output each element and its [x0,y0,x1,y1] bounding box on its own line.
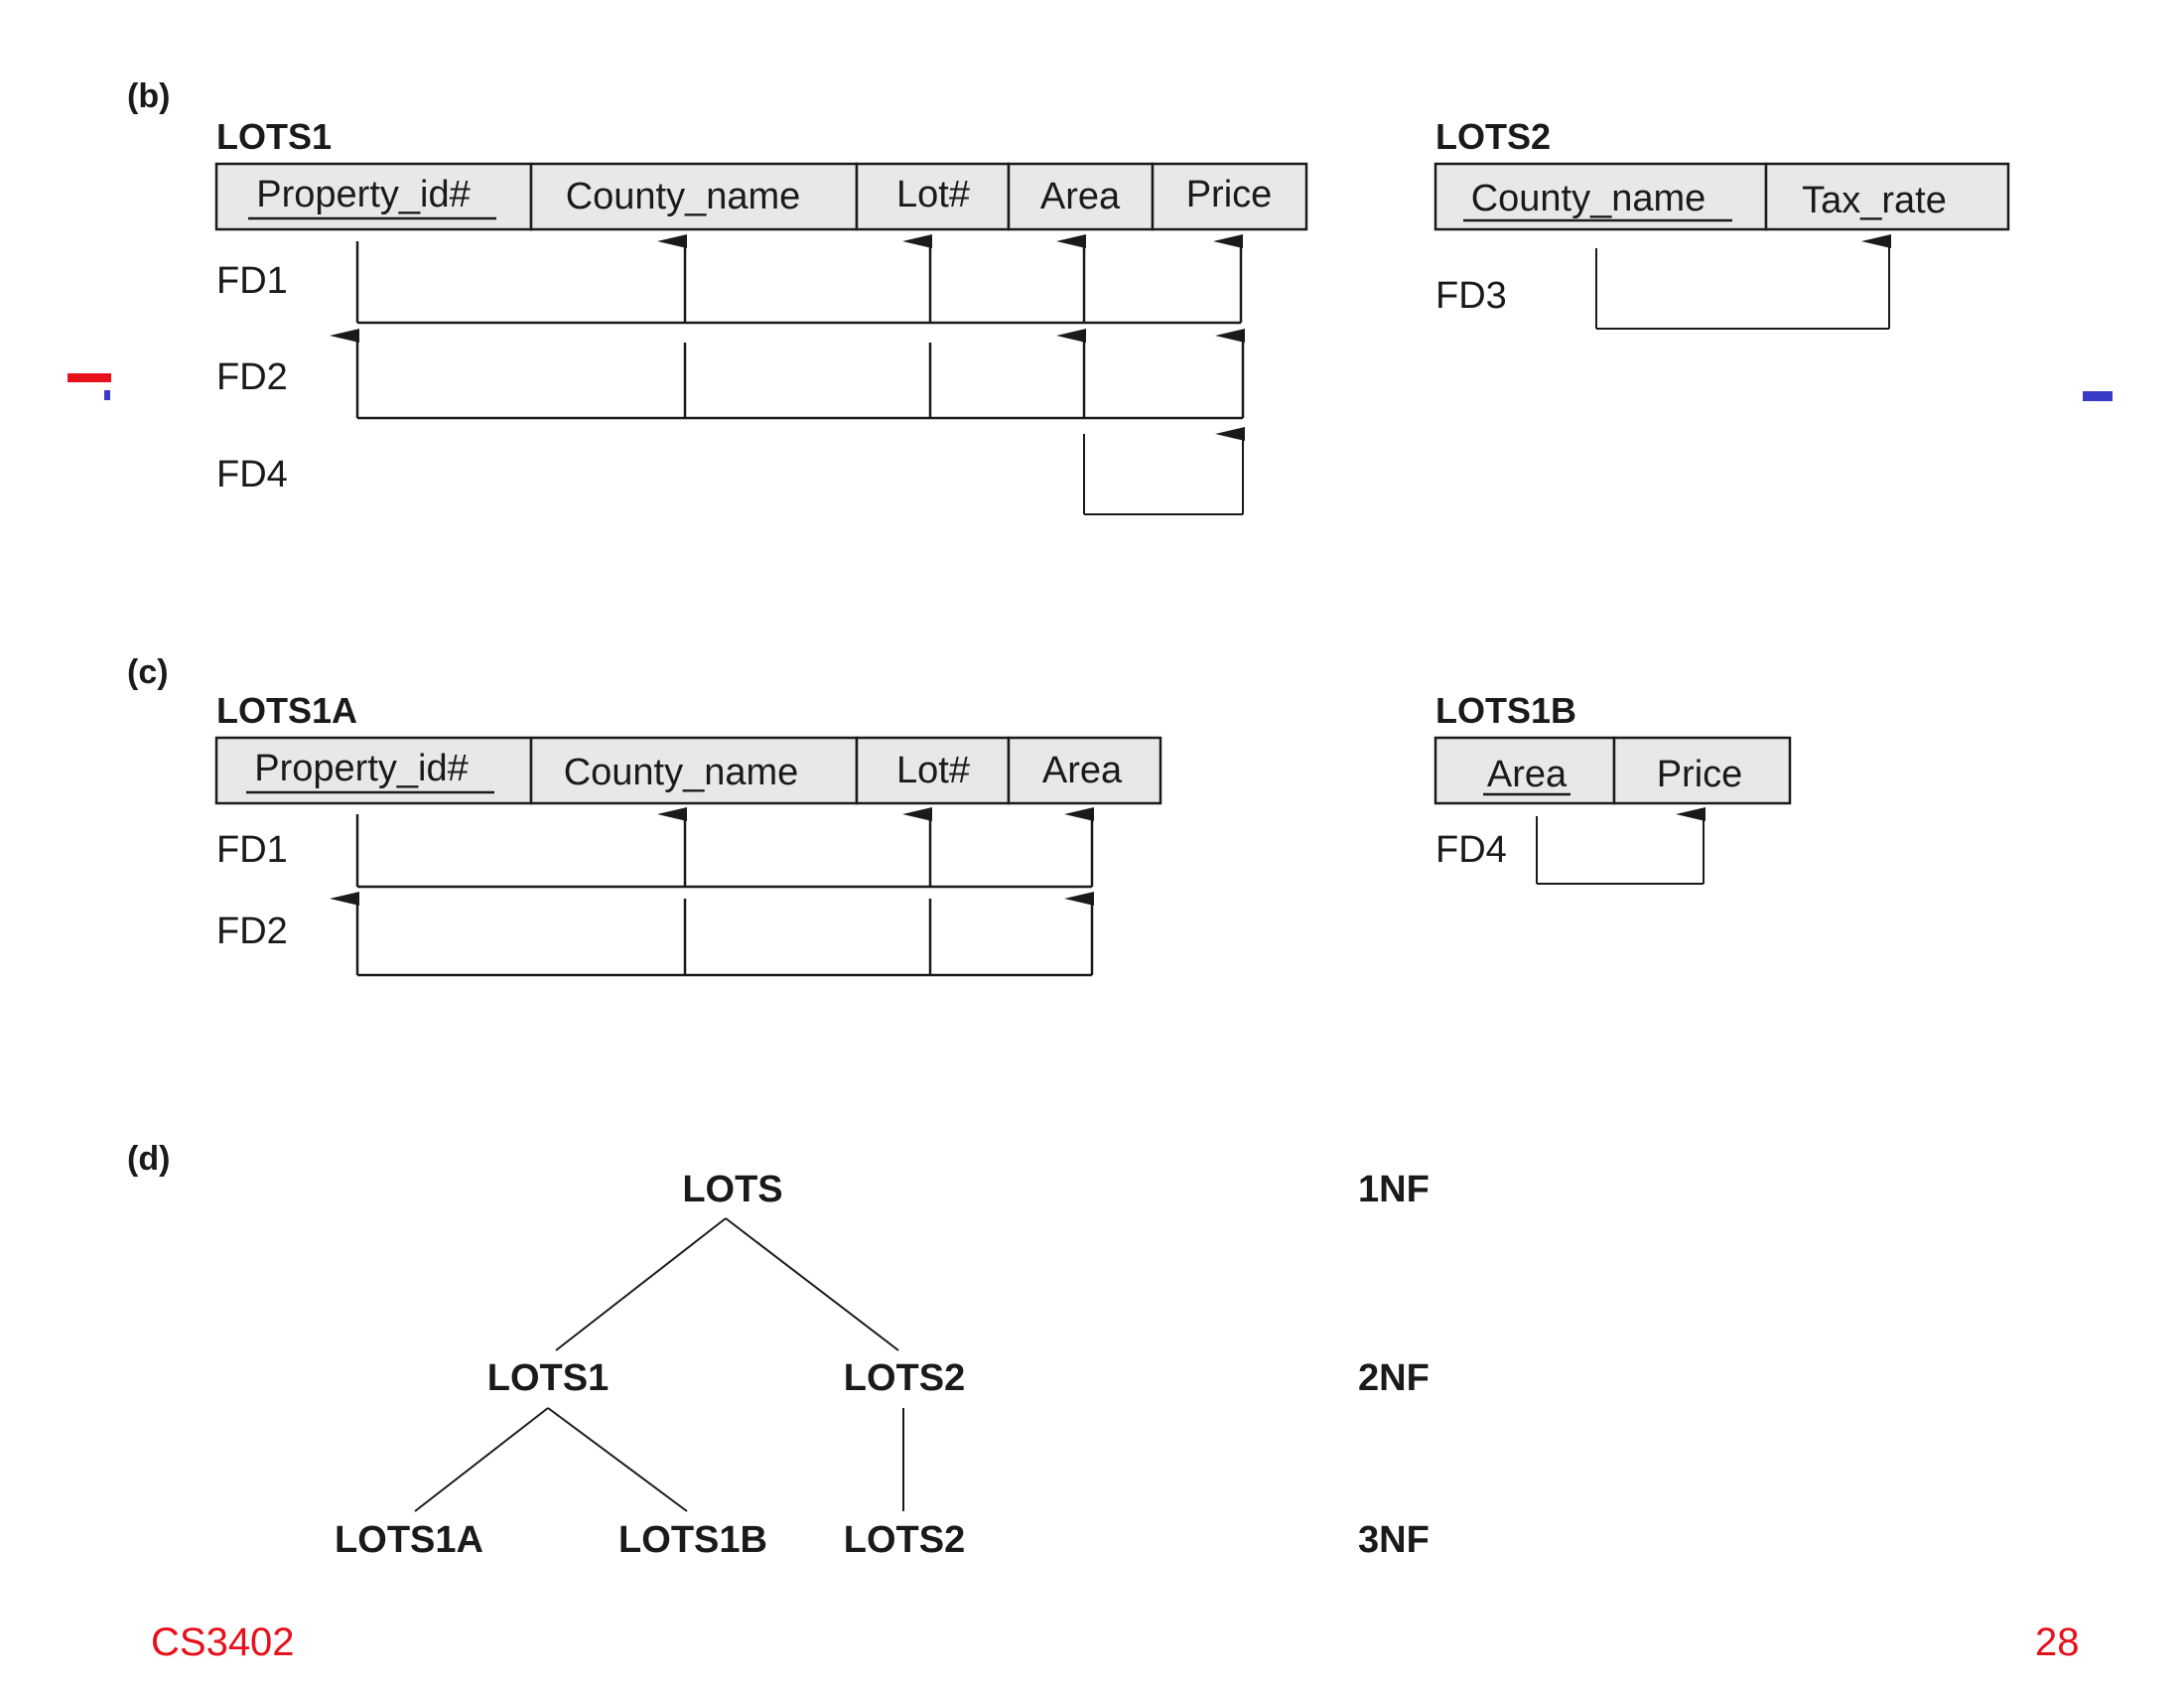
lots2-attr-county-name: County_name [1471,178,1706,219]
relation-lots1a: LOTS1A Property_id# County_name Lot# Are… [214,690,1162,805]
lots1-fd1-lines [355,234,1243,325]
left-red-mark [68,373,111,382]
lots1a-cell-lot [855,736,1011,805]
lots1-attr-area: Area [1040,176,1121,217]
relation-lots1a-name: LOTS1A [216,690,357,731]
part-d-label: (d) [127,1140,170,1178]
lots1-fd4-lines [1083,427,1245,515]
left-blue-mark [104,390,110,400]
lots1b-fd4-label: FD4 [1435,829,1507,871]
lots1b-fd4-lines [1536,807,1706,885]
footer-page-number: 28 [2035,1620,2080,1664]
right-blue-mark [2083,391,2113,401]
tree-edges [414,1217,904,1512]
lots1-attr-county-name: County_name [566,176,801,217]
lots1a-attr-area: Area [1042,750,1123,791]
lots2-fd3-lines [1595,234,1891,330]
relation-lots1: LOTS1 Property_id# County_name Lot# Area… [214,116,1308,231]
relation-lots1-name: LOTS1 [216,116,332,157]
lots1b-cell-area [1433,736,1616,805]
lots1a-attr-property-id: Property_id# [254,748,468,789]
tree-lots1a: LOTS1A [335,1519,483,1561]
part-b: (b) LOTS1 Property_id# County_name Lot# … [127,77,2010,515]
lots1a-attr-county-name: County_name [564,752,799,793]
lots1b-attr-area: Area [1487,754,1568,795]
lots2-cell-county-name [1433,162,1768,231]
tree-lots2-3nf: LOTS2 [844,1519,965,1561]
lots1-attr-lot: Lot# [896,174,970,215]
lots1-attr-price: Price [1186,174,1273,215]
lots1b-attr-price: Price [1657,754,1743,795]
lots1-cell-price [1151,162,1308,231]
relation-lots1b: LOTS1B Area Price [1433,690,1792,805]
lots1-fd2-label: FD2 [216,356,288,398]
lots1a-attr-lot: Lot# [896,750,970,791]
relation-lots2: LOTS2 County_name Tax_rate [1433,116,2010,231]
part-d: (d) LOTS LOTS1 LOTS2 LOTS1A LOTS1B LOTS2… [127,1140,1430,1561]
lots2-attr-tax-rate: Tax_rate [1802,180,1947,221]
part-b-label: (b) [127,77,170,115]
nf-label-1nf: 1NF [1358,1169,1430,1210]
lots1-cell-lot [855,162,1011,231]
lots1-fd1-label: FD1 [216,260,288,302]
tree-lots1: LOTS1 [487,1357,609,1399]
part-c: (c) LOTS1A Property_id# County_name Lot#… [127,653,1792,977]
lots1-fd2-lines [330,329,1245,420]
part-c-label: (c) [127,653,169,691]
lots2-fd3-label: FD3 [1435,275,1507,317]
relation-lots2-name: LOTS2 [1435,116,1551,157]
lots1-fd4-label: FD4 [216,454,288,495]
lots2-cell-tax-rate [1764,162,2010,231]
lots1a-fd1-lines [355,807,1094,889]
lots1-attr-property-id: Property_id# [256,174,470,215]
lots1a-fd2-lines [330,892,1094,977]
lots1-cell-county-name [529,162,859,231]
lots1a-fd2-label: FD2 [216,911,288,952]
tree-lots2: LOTS2 [844,1357,965,1399]
footer-course: CS3402 [151,1620,295,1664]
lots1b-cell-price [1612,736,1792,805]
nf-label-3nf: 3NF [1358,1519,1430,1561]
relation-lots1b-name: LOTS1B [1435,690,1576,731]
lots1a-cell-area [1007,736,1162,805]
tree-root: LOTS [682,1169,782,1210]
tree-lots1b: LOTS1B [618,1519,767,1561]
lots1a-fd1-label: FD1 [216,829,288,871]
nf-label-2nf: 2NF [1358,1357,1430,1399]
